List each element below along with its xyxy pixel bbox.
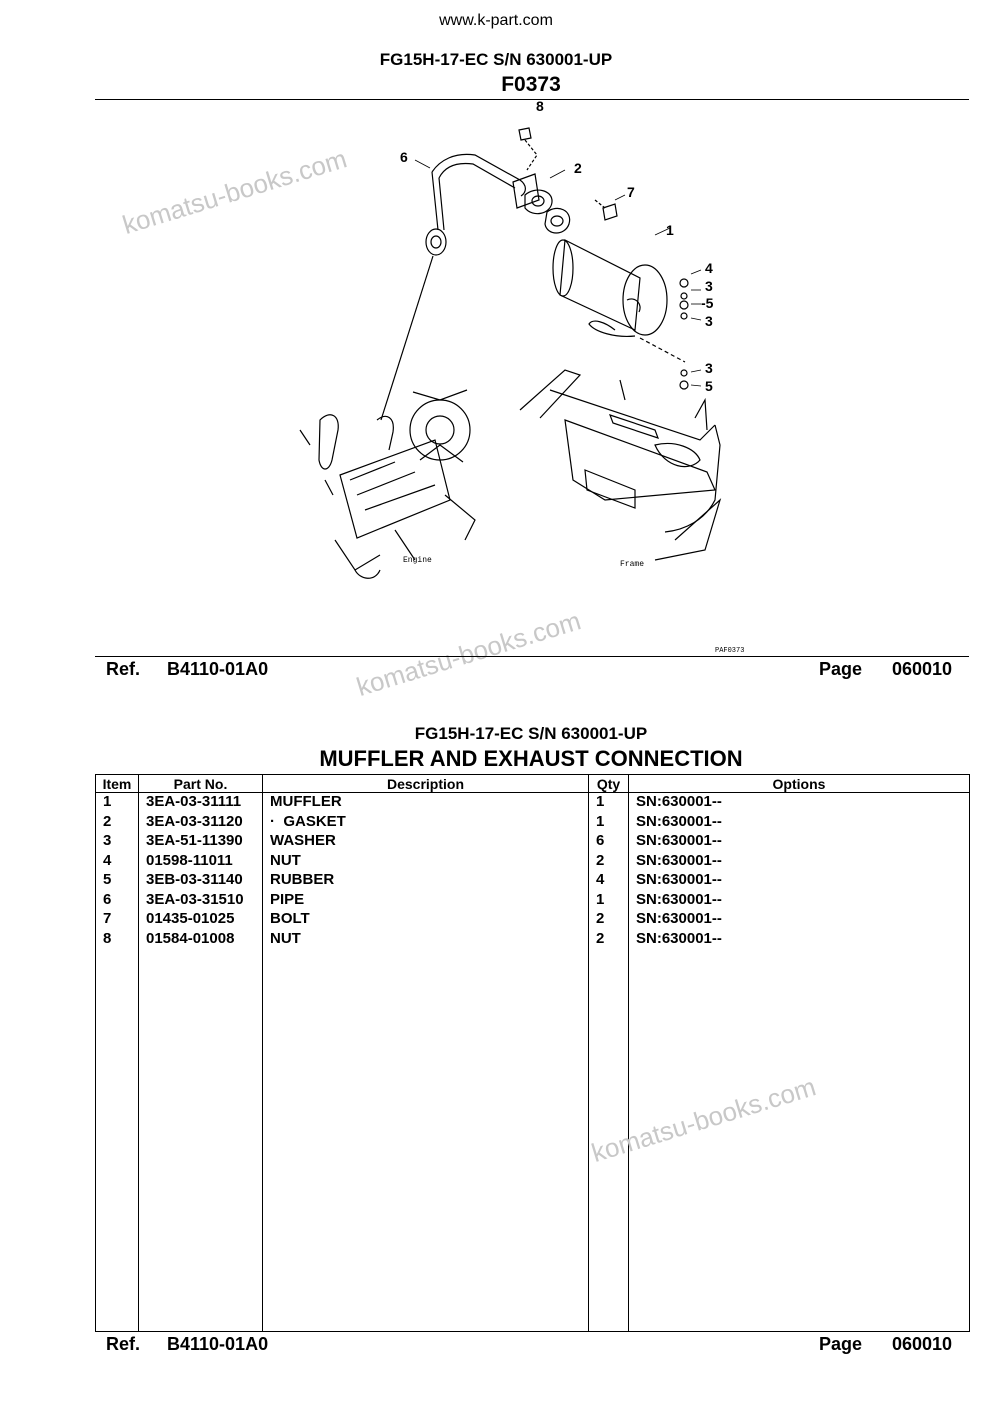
callout-5: -5 (701, 295, 714, 311)
description: BOLT (262, 910, 589, 930)
callout-1: 1 (666, 222, 674, 238)
frame-label: Frame (620, 560, 644, 569)
item: 5 (95, 871, 139, 891)
parts-model-heading: FG15H-17-EC S/N 630001-UP (414, 724, 648, 743)
description: MUFFLER (262, 792, 589, 813)
qty: 1 (588, 812, 629, 832)
item: 7 (95, 910, 139, 930)
part-no: 3EB-03-31140 (138, 871, 263, 891)
figure-number: F0373 (501, 73, 561, 96)
model-heading: FG15H-17-EC S/N 630001-UP (379, 50, 613, 69)
callout-4: 4 (705, 260, 713, 276)
drawing-code: PAF0373 (715, 647, 744, 655)
col-part-no: Part No. (138, 774, 263, 793)
exploded-diagram: 8 6 2 7 1 4 3 -5 3 3 5 Engine Frame PAF0… (299, 100, 744, 655)
description: NUT (262, 851, 589, 871)
qty: 2 (588, 929, 629, 949)
table-header-row: Item Part No. Description Qty Options (95, 774, 970, 793)
description: WASHER (262, 832, 589, 852)
qty: 4 (588, 871, 629, 891)
divider (95, 99, 969, 100)
callout-7: 7 (627, 184, 635, 200)
part-no: 01584-01008 (138, 929, 263, 949)
item: 4 (95, 851, 139, 871)
options: SN:630001-- (628, 812, 970, 832)
description: RUBBER (262, 871, 589, 891)
item: 6 (95, 890, 139, 910)
ref-value: B4110-01A0 (167, 659, 269, 679)
callout-5: 5 (705, 378, 713, 394)
part-no: 01598-11011 (138, 851, 263, 871)
description: NUT (262, 929, 589, 949)
item: 1 (95, 792, 139, 813)
description: · GASKET (262, 812, 589, 832)
part-no: 3EA-03-31120 (138, 812, 263, 832)
qty: 2 (588, 851, 629, 871)
qty: 2 (588, 910, 629, 930)
qty: 1 (588, 792, 629, 813)
part-no: 3EA-03-31510 (138, 890, 263, 910)
callout-3: 3 (705, 360, 713, 376)
ref-label: Ref. (106, 659, 141, 679)
description: PIPE (262, 890, 589, 910)
table-filler-row (95, 949, 970, 1332)
col-description: Description (262, 774, 589, 793)
callout-2: 2 (574, 160, 582, 176)
options: SN:630001-- (628, 832, 970, 852)
options: SN:630001-- (628, 910, 970, 930)
callout-8: 8 (536, 100, 544, 114)
part-no: 3EA-03-31111 (138, 792, 263, 813)
col-options: Options (628, 774, 970, 793)
item: 3 (95, 832, 139, 852)
item: 2 (95, 812, 139, 832)
engine-label: Engine (403, 556, 432, 565)
col-qty: Qty (588, 774, 629, 793)
parts-title: MUFFLER AND EXHAUST CONNECTION (319, 746, 743, 771)
divider (95, 656, 969, 657)
options: SN:630001-- (628, 851, 970, 871)
options: SN:630001-- (628, 792, 970, 813)
callout-6: 6 (400, 149, 408, 165)
site-url: www.k-part.com (439, 12, 553, 29)
ref-label: Ref. (106, 1334, 141, 1354)
qty: 6 (588, 832, 629, 852)
options: SN:630001-- (628, 929, 970, 949)
col-item: Item (95, 774, 139, 793)
options: SN:630001-- (628, 890, 970, 910)
qty: 1 (588, 890, 629, 910)
page-label: Page (819, 1334, 863, 1354)
part-no: 3EA-51-11390 (138, 832, 263, 852)
ref-value: B4110-01A0 (167, 1334, 269, 1354)
callout-3: 3 (705, 313, 713, 329)
page-value: 060010 (892, 1334, 953, 1354)
options: SN:630001-- (628, 871, 970, 891)
item: 8 (95, 929, 139, 949)
page-label: Page (819, 659, 863, 679)
page-value: 060010 (892, 659, 953, 679)
callout-3: 3 (705, 278, 713, 294)
part-no: 01435-01025 (138, 910, 263, 930)
